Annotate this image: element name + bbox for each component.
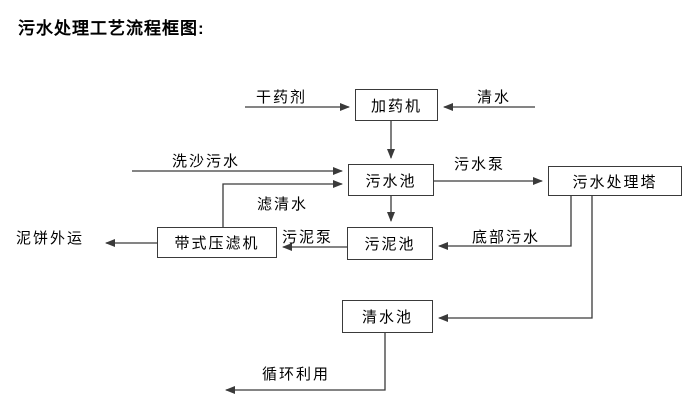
- label-dry-agent: 干药剂: [256, 89, 308, 106]
- node-belt-filter-press: 带式压滤机: [157, 227, 277, 258]
- label-clean-water: 清水: [477, 89, 512, 106]
- label-sludge-pump: 污泥泵: [282, 229, 334, 246]
- label-mud-cake-outbound: 泥饼外运: [16, 230, 85, 247]
- label-recycling: 循环利用: [262, 366, 331, 383]
- node-sludge-pool: 污泥池: [347, 227, 433, 260]
- diagram-title: 污水处理工艺流程框图:: [18, 19, 205, 38]
- label-filtered-water: 滤清水: [257, 196, 309, 213]
- label-bottom-sewage: 底部污水: [472, 229, 541, 246]
- label-sand-washing-sewage: 洗沙污水: [172, 153, 241, 170]
- edge-tower-to-clean-pool: [438, 196, 593, 322]
- edge-recycling-out: [225, 333, 386, 394]
- node-dosing-machine: 加药机: [355, 89, 438, 121]
- node-sewage-treatment-tower: 污水处理塔: [548, 166, 682, 196]
- edge-bottom-sewage-to-sludge-pool: [438, 196, 572, 250]
- edge-filtered-water-to-sewage-pool: [222, 180, 343, 227]
- node-sewage-pool: 污水池: [348, 164, 434, 196]
- label-sewage-pump: 污水泵: [454, 156, 506, 173]
- node-clean-water-pool: 清水池: [342, 300, 433, 333]
